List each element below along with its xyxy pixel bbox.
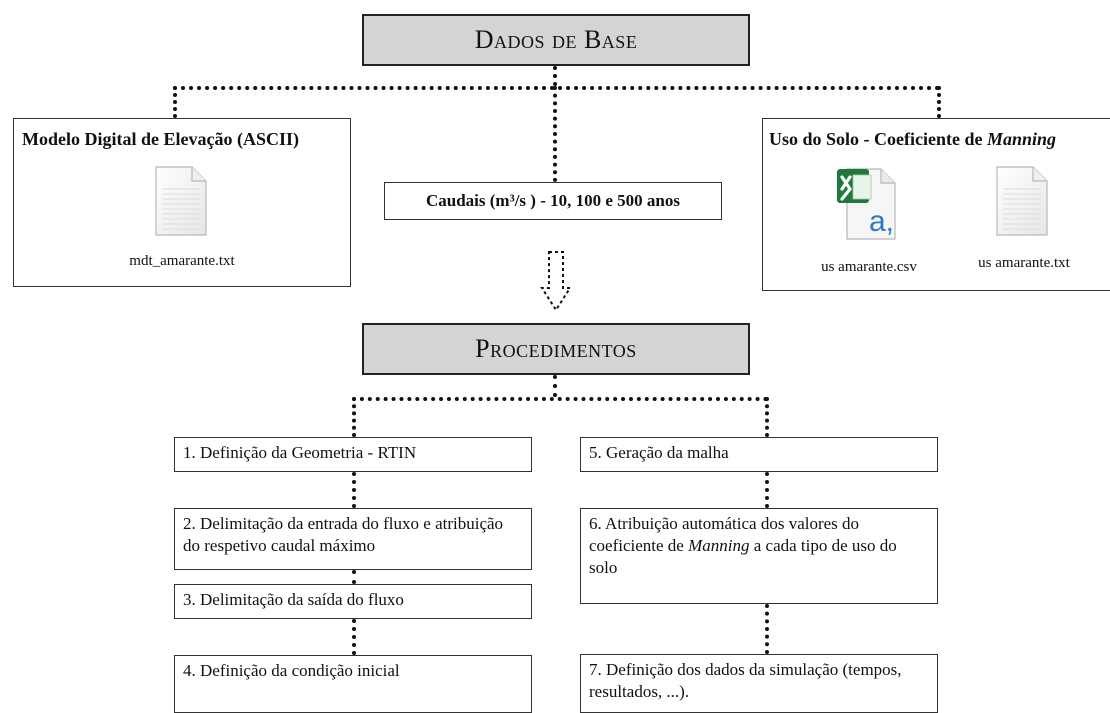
step-6-text-italic: Manning [688,536,750,555]
connector [937,86,941,118]
proc-header: Procedimentos [362,323,750,375]
step-1-text: 1. Definição da Geometria - RTIN [183,443,417,462]
uso-title-prefix: Uso do Solo - Coeficiente de [769,129,987,149]
step-6-text-b: a cada tipo de uso do solo [589,536,897,577]
mdt-box: Modelo Digital de Elevação (ASCII) mdt_a… [13,118,351,287]
connector [553,375,557,397]
step-4-box: 4. Definição da condição inicial [174,655,532,713]
uso-title-italic: Manning [986,129,1057,149]
caudais-label: Caudais (m³/s ) - 10, 100 e 500 anos [426,191,680,210]
uso-csv-filename: us amarante.csv [821,259,917,275]
uso-box: Uso do Solo - Coeficiente de Manning a, … [762,118,1110,291]
step-6-box: 6. Atribuição automática dos valores do … [580,508,938,604]
text-file-icon [155,166,207,236]
svg-text:a,: a, [869,205,894,238]
mdt-filename: mdt_amarante.txt [129,253,235,269]
step-5-box: 5. Geração da malha [580,437,938,472]
base-header: Dados de Base [362,14,750,66]
uso-title: Uso do Solo - Coeficiente de Manning [769,129,1056,150]
step-3-box: 3. Delimitação da saída do fluxo [174,584,532,619]
caudais-box: Caudais (m³/s ) - 10, 100 e 500 anos [384,182,722,220]
step-5-text: 5. Geração da malha [589,443,729,462]
text-file-icon [996,166,1048,236]
connector [765,472,769,508]
connector [352,472,356,508]
base-header-title: Dados de Base [474,25,638,54]
connector [352,397,768,401]
connector [553,86,557,182]
connector [553,66,557,86]
connector [173,86,177,118]
excel-csv-file-icon: a, [837,168,896,240]
step-1-box: 1. Definição da Geometria - RTIN [174,437,532,472]
dotted-down-arrow-icon [540,251,572,312]
step-7-box: 7. Definição dos dados da simulação (tem… [580,654,938,713]
step-7-text: 7. Definição dos dados da simulação (tem… [589,660,902,701]
step-3-text: 3. Delimitação da saída do fluxo [183,590,404,609]
step-6-text-a: 6. Atribuição automática dos valores do … [589,514,860,555]
uso-txt-filename: us amarante.txt [978,255,1070,271]
step-2-box: 2. Delimitação da entrada do fluxo e atr… [174,508,532,570]
connector [765,604,769,654]
connector [352,570,356,584]
step-4-text: 4. Definição da condição inicial [183,661,400,680]
connector [352,619,356,655]
step-2-text: 2. Delimitação da entrada do fluxo e atr… [183,514,504,555]
connector [765,397,769,437]
connector [352,397,356,437]
mdt-title: Modelo Digital de Elevação (ASCII) [22,129,299,149]
proc-header-title: Procedimentos [475,334,637,363]
